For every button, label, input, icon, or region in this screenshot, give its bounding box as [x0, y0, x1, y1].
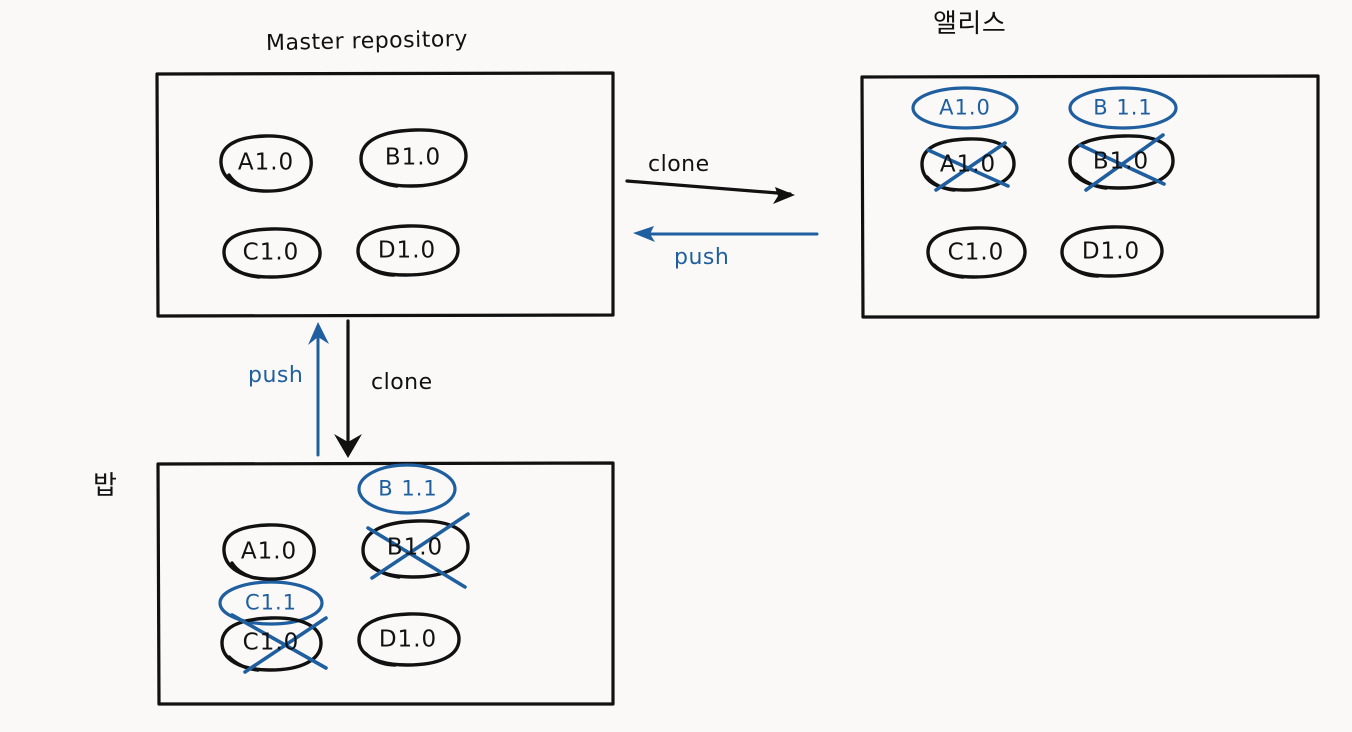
alice-node-d10-oval [1060, 225, 1164, 278]
bob-node-b11-new-label: B 1.1 [378, 476, 438, 501]
alice-node-a10-strikethrough-icon [926, 141, 1010, 192]
bob-node-c11-new-label: C1.1 [244, 590, 298, 615]
alice-node-c10-label: C1.0 [947, 239, 1005, 266]
master-node-a10-oval [219, 134, 313, 193]
master-node-c10-label: C1.0 [242, 239, 300, 266]
bob-node-b10-strikethrough-icon [366, 512, 470, 589]
alice-node-b10-strikethrough-icon [1078, 133, 1166, 192]
bob-node-a10-label: A1.0 [240, 538, 298, 565]
alice-node-a10-old-label: A1.0 [939, 151, 997, 178]
clone-label-master-to-bob: clone [371, 370, 433, 395]
alice-node-a10-new-oval [911, 86, 1019, 130]
alice-title: 앨리스 [933, 9, 1007, 39]
clone-label-master-to-alice: clone [648, 152, 710, 177]
bob-node-b10-label: B1.0 [386, 534, 444, 561]
clone-arrow-master-to-alice [625, 179, 795, 204]
bob-node-d10-label: D1.0 [378, 626, 438, 653]
master-node-a10-label: A1.0 [237, 149, 295, 176]
push-label-bob-to-master: push [248, 363, 304, 388]
bob-node-c10-oval [220, 616, 323, 672]
push-label-alice-to-master: push [674, 245, 730, 270]
alice-node-a10-new-label: A1.0 [939, 95, 991, 120]
bob-box [156, 461, 615, 706]
alice-node-c10-oval [926, 226, 1027, 279]
bob-node-c11-new-oval [218, 580, 324, 626]
alice-node-b11-new-oval [1068, 86, 1178, 130]
master-node-b10-label: B1.0 [384, 144, 442, 171]
alice-box [860, 74, 1320, 319]
alice-node-b10-old-label: B1.0 [1092, 148, 1150, 175]
master-node-b10-oval [359, 128, 468, 188]
bob-node-b11-new-oval [357, 463, 457, 515]
master-repository-title: Master repository [265, 26, 469, 57]
bob-node-c10-label: C1.0 [242, 629, 300, 656]
master-repository-box [155, 71, 615, 318]
bob-node-d10-oval [357, 612, 461, 667]
alice-node-b11-new-label: B 1.1 [1093, 95, 1153, 120]
bob-title: 밥 [93, 471, 118, 501]
push-arrow-bob-to-master [308, 322, 329, 457]
push-arrow-alice-to-master [633, 226, 819, 242]
alice-node-b10-old-oval [1068, 134, 1175, 190]
bob-node-c10-strikethrough-icon [230, 613, 328, 674]
bob-node-a10-oval [222, 523, 316, 581]
clone-arrow-master-to-bob [334, 319, 362, 458]
master-node-d10-oval [356, 224, 460, 277]
alice-node-d10-label: D1.0 [1081, 238, 1141, 265]
master-node-c10-oval [222, 227, 322, 279]
master-node-d10-label: D1.0 [377, 237, 437, 264]
